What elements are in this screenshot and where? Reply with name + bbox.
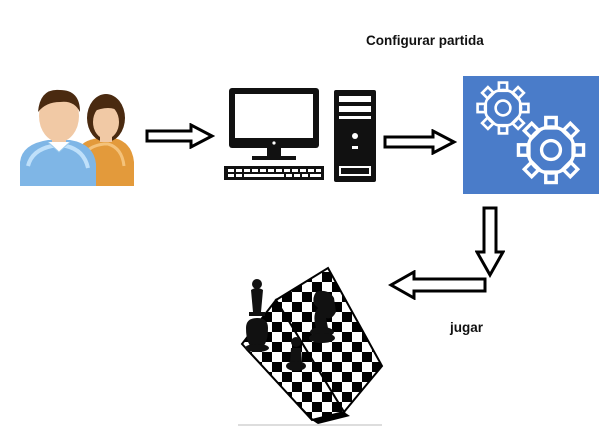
gears-icon	[463, 76, 599, 194]
configure-match-label: Configurar partida	[366, 33, 484, 48]
desktop-computer-icon	[224, 88, 376, 182]
arrow-right-icon	[383, 129, 457, 155]
arrow-left-icon	[388, 270, 487, 300]
play-label: jugar	[450, 320, 484, 335]
users-icon	[20, 89, 134, 186]
arrow-down-icon	[475, 206, 505, 278]
arrow-right-icon	[145, 123, 215, 149]
chessboard-icon	[238, 266, 384, 426]
